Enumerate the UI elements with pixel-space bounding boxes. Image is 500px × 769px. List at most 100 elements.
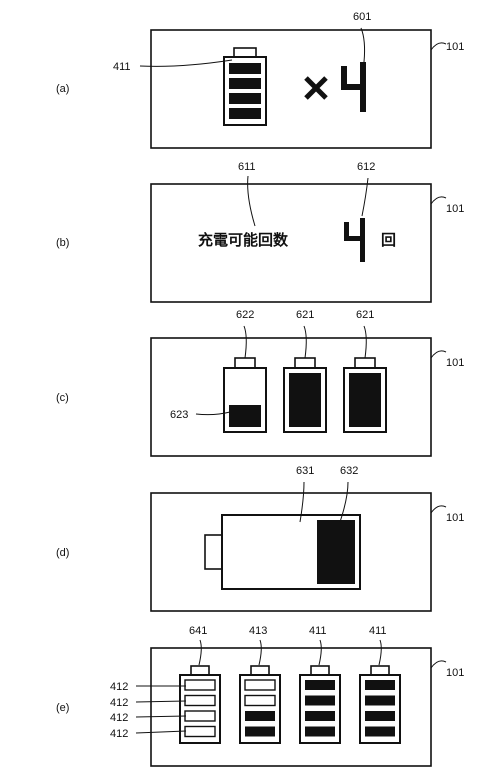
segment-label-leader xyxy=(135,730,187,734)
seven-segment-digit-4-b xyxy=(344,218,365,262)
panel-a: (a) 101 411 601 xyxy=(56,11,464,149)
battery-segment-empty xyxy=(244,679,276,691)
partial-battery-callout-label: 622 xyxy=(236,309,254,321)
battery-2-callout-label: 413 xyxy=(249,625,267,637)
partial-fill xyxy=(229,405,261,427)
digit-b-callout-label: 612 xyxy=(357,161,375,173)
segmented-battery-icon xyxy=(359,665,401,744)
segment-label-leader xyxy=(135,700,187,703)
battery-3-callout-label: 411 xyxy=(309,625,327,637)
segmented-battery-icon xyxy=(179,665,221,744)
text-callout-label: 611 xyxy=(238,161,256,173)
battery-icon xyxy=(223,47,267,126)
body-callout-leader xyxy=(299,481,305,523)
battery-segment xyxy=(229,78,261,89)
panel-c: (c) 101 622 623 621 621 xyxy=(56,309,464,457)
battery-segment-empty xyxy=(184,694,216,707)
full-battery-2-callout-label: 621 xyxy=(356,309,374,321)
battery-segment-filled xyxy=(245,726,275,737)
battery-segment-filled xyxy=(365,695,395,706)
partial-fill-callout-label: 623 xyxy=(170,409,188,421)
battery-segment-filled xyxy=(365,711,395,721)
fill-callout-leader xyxy=(339,481,349,523)
panel-d-ref: 101 xyxy=(446,512,464,524)
panel-b-frame xyxy=(150,183,432,303)
panel-c-ref-leader xyxy=(430,350,447,359)
full-fill xyxy=(289,373,321,427)
partial-battery-callout-leader xyxy=(243,325,247,359)
multiply-icon xyxy=(304,76,328,100)
segmented-batteries xyxy=(179,665,401,744)
digit-callout-label: 601 xyxy=(353,11,371,23)
full-battery-icon xyxy=(283,357,327,433)
charge-count-text: 充電可能回数 xyxy=(198,231,289,249)
full-battery-1-callout-label: 621 xyxy=(296,309,314,321)
body-callout-label: 631 xyxy=(296,465,314,477)
unit-text: 回 xyxy=(381,232,396,249)
panel-a-frame xyxy=(150,29,432,149)
battery-2-callout-leader xyxy=(258,639,262,666)
full-fill xyxy=(349,373,381,427)
panel-e-ref: 101 xyxy=(446,667,464,679)
battery-cap xyxy=(294,357,316,369)
segmented-battery-icon xyxy=(299,665,341,744)
battery-cap xyxy=(354,357,376,369)
panel-c-ref: 101 xyxy=(446,357,464,369)
battery-cap xyxy=(233,47,257,58)
battery-1-callout-leader xyxy=(198,639,202,666)
battery-segment-empty xyxy=(244,694,276,707)
battery-4-callout-label: 411 xyxy=(369,625,387,637)
battery-segment-filled xyxy=(245,711,275,721)
battery-segment-empty xyxy=(184,679,216,691)
panel-d-label: (d) xyxy=(56,547,69,559)
full-battery-2-callout-leader xyxy=(363,325,367,359)
panel-d: (d) 101 631 632 xyxy=(56,465,464,612)
panel-a-ref: 101 xyxy=(446,41,464,53)
panel-b: (b) 101 充電可能回数 611 回 612 xyxy=(56,161,464,303)
battery-segment-empty xyxy=(184,710,216,722)
battery-cap xyxy=(370,665,390,676)
battery-cap xyxy=(204,534,223,570)
battery-segment-filled xyxy=(305,726,335,737)
full-battery-1-callout-leader xyxy=(303,325,307,359)
panel-b-ref: 101 xyxy=(446,203,464,215)
battery-segment-filled xyxy=(305,711,335,721)
battery-segment xyxy=(229,93,261,104)
battery-cap xyxy=(310,665,330,676)
fill-callout-label: 632 xyxy=(340,465,358,477)
panel-a-ref-leader xyxy=(430,42,447,51)
panel-b-ref-leader xyxy=(430,196,447,205)
panel-b-label: (b) xyxy=(56,237,69,249)
segment-label-leader xyxy=(135,715,187,718)
panel-e-ref-leader xyxy=(430,660,447,669)
battery-cap xyxy=(234,357,256,369)
battery-4-callout-leader xyxy=(378,639,382,666)
battery-segment xyxy=(229,63,261,74)
panel-e-label: (e) xyxy=(56,702,69,714)
panel-e: (e) 101 641 413 411 411 412 412 412 412 xyxy=(56,625,464,767)
battery-segment xyxy=(229,108,261,119)
segmented-battery-icon xyxy=(239,665,281,744)
battery-callout-leader xyxy=(139,59,233,67)
battery-segment-filled xyxy=(365,680,395,690)
horizontal-fill xyxy=(317,520,355,584)
full-battery-icon xyxy=(343,357,387,433)
horizontal-battery-icon xyxy=(204,514,361,590)
panel-d-ref-leader xyxy=(430,505,447,514)
digit-b-callout-leader xyxy=(361,177,369,217)
seven-segment-digit-4 xyxy=(341,62,366,112)
segment-label: 412 xyxy=(110,681,128,693)
digit-callout-leader xyxy=(360,27,366,63)
partial-fill-callout-leader xyxy=(195,411,231,416)
battery-1-callout-label: 641 xyxy=(189,625,207,637)
battery-3-callout-leader xyxy=(318,639,322,666)
panel-c-label: (c) xyxy=(56,392,69,404)
segment-label: 412 xyxy=(110,697,128,709)
text-callout-leader xyxy=(247,175,256,227)
battery-segment-filled xyxy=(305,680,335,690)
partial-battery-icon xyxy=(223,357,267,433)
panel-a-label: (a) xyxy=(56,83,69,95)
battery-segment-filled xyxy=(365,726,395,737)
battery-cap xyxy=(250,665,270,676)
